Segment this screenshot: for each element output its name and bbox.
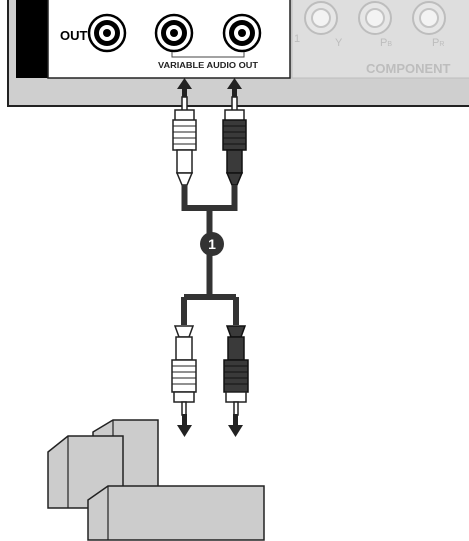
component-jack-y[interactable] [304, 1, 338, 35]
variable-audio-out-right-jack[interactable] [222, 13, 262, 53]
arrow-down-icon [177, 414, 192, 437]
variable-audio-out-left-jack[interactable] [154, 13, 194, 53]
arrow-up-icon [177, 78, 192, 98]
component-label: COMPONENT [366, 61, 451, 76]
callout-number: 1 [208, 236, 216, 252]
audio-device [47, 419, 265, 541]
variable-audio-out-label: VARIABLE AUDIO OUT [158, 61, 258, 70]
arrow-up-icon [227, 78, 242, 98]
out-label: OUT [60, 28, 88, 43]
upper-right-rca-plug [222, 96, 247, 186]
device-front-box [87, 485, 265, 541]
variable-audio-bracket [171, 52, 245, 58]
lower-right-rca-plug [223, 325, 249, 416]
arrow-down-icon [228, 414, 243, 437]
black-tab [16, 0, 48, 78]
tv-back-panel: OUT VARIABLE AUDIO OUT 1 [7, 0, 469, 107]
out-jack[interactable] [87, 13, 127, 53]
component-jack-pr[interactable] [412, 1, 446, 35]
component-input-number: 1 [294, 33, 300, 45]
channel-y-label: Y [335, 37, 343, 49]
lower-left-rca-plug [171, 325, 197, 416]
upper-left-rca-plug [172, 96, 197, 186]
channel-pr-label: PR [432, 37, 444, 49]
numbered-circle-icon: 1 [200, 232, 224, 256]
component-jack-pb[interactable] [358, 1, 392, 35]
channel-pb-label: PB [380, 37, 392, 49]
